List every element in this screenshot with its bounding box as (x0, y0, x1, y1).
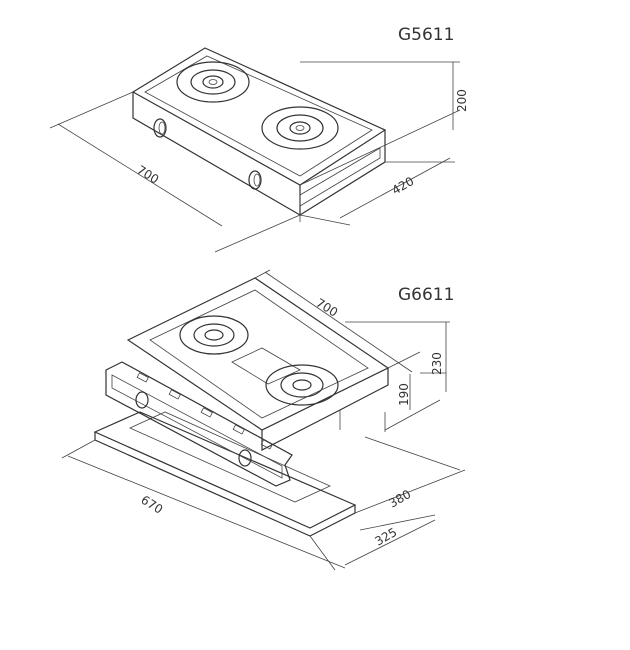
dim-width-label: 700 (313, 296, 340, 320)
model-label-g6611: G6611 (398, 285, 454, 305)
dim-depth-label: 420 (390, 174, 417, 198)
knob-left-icon (135, 391, 149, 409)
cutout-board (93, 411, 357, 537)
knob-left-icon (153, 118, 167, 138)
dim-body-height-label: 190 (397, 383, 411, 406)
burner-left (176, 61, 250, 103)
knob-right-icon (238, 449, 252, 467)
burner-left (179, 315, 249, 355)
model-label-g5611: G5611 (398, 25, 454, 45)
knob-right-icon (248, 170, 262, 190)
dim-height-label: 230 (430, 352, 444, 375)
control-panel (105, 361, 293, 487)
stove-g5611: G5611 (49, 25, 469, 253)
burner-right (265, 364, 339, 406)
dim-cutout-width-label: 670 (138, 493, 165, 517)
dim-lines (49, 61, 461, 253)
stove-body (131, 47, 387, 222)
dim-lines (61, 269, 466, 571)
dim-height-label: 200 (455, 89, 469, 112)
dim-width-label: 700 (134, 163, 161, 187)
dim-cutout-inner-label: 325 (373, 525, 400, 549)
dim-cutout-depth-label: 380 (387, 487, 414, 511)
burner-right (261, 106, 339, 150)
stove-g6611: G6611 (61, 269, 466, 571)
